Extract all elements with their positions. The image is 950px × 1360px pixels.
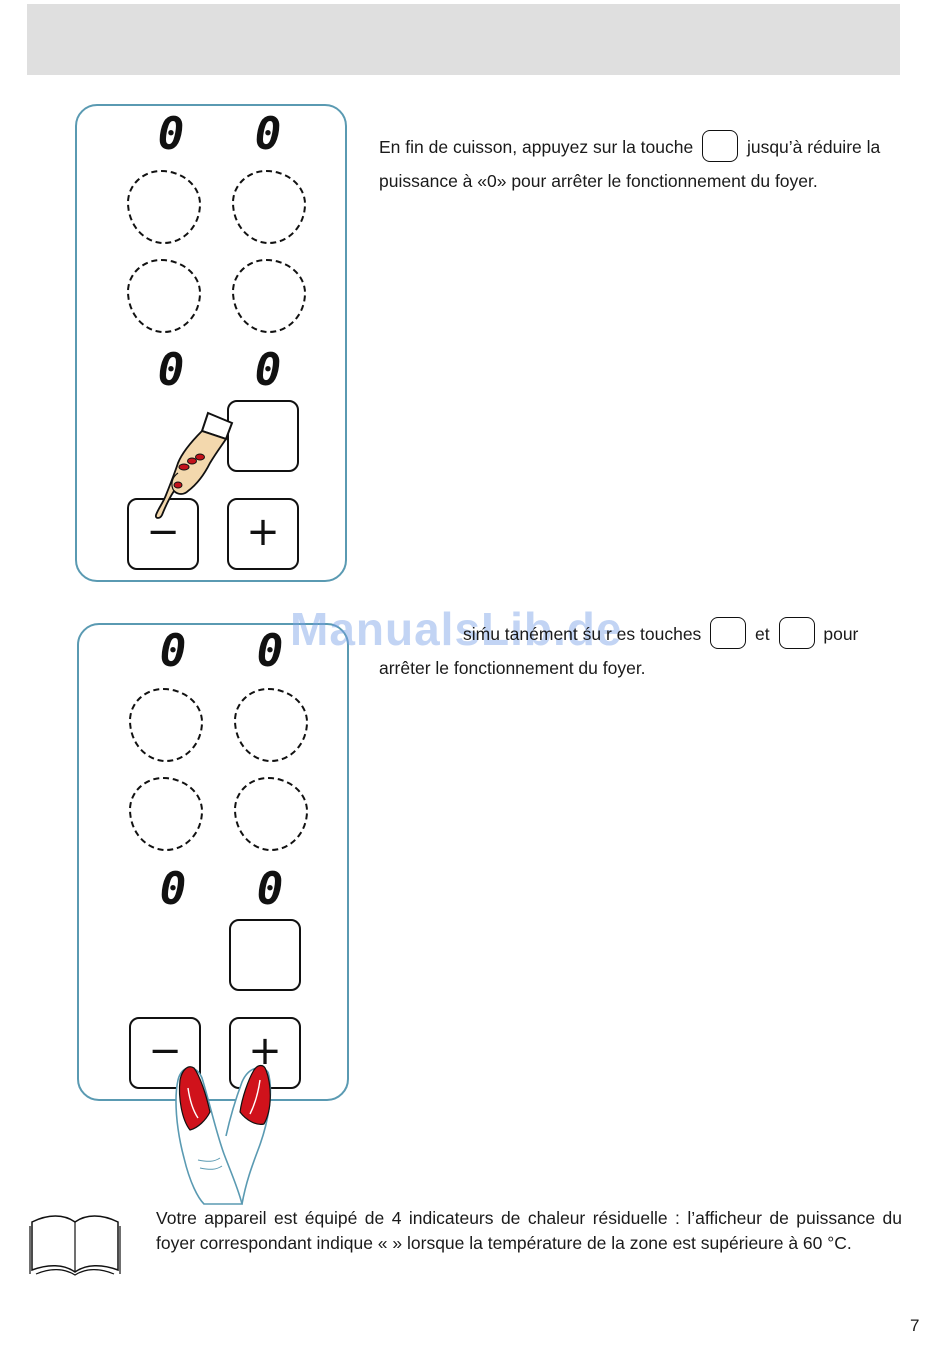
- cooking-zone-top-right: [232, 170, 306, 244]
- power-display-bottom-right: 0: [254, 352, 282, 390]
- instruction-text-part1: siḿu tanément śu r es touches: [463, 624, 706, 644]
- power-display-top-left: 0: [157, 116, 185, 154]
- control-panel-2: 0 0 0 0 − +: [77, 623, 349, 1101]
- cooking-zone-top-right: [234, 688, 308, 762]
- instruction-paragraph-1: En fin de cuisson, appuyez sur la touche…: [379, 130, 899, 198]
- power-display-bottom-left: 0: [159, 871, 187, 909]
- instruction-text-part2: et: [750, 624, 774, 644]
- residual-heat-note: Votre appareil est équipé de 4 indicateu…: [156, 1206, 902, 1256]
- minus-key-symbol: [710, 617, 746, 649]
- power-display-top-right: 0: [256, 633, 284, 671]
- instruction-paragraph-2: siḿu tanément śu r es touches et pour …: [379, 617, 899, 685]
- open-book-icon: [28, 1212, 122, 1278]
- power-display-bottom-right: 0: [256, 871, 284, 909]
- plus-key-symbol: [779, 617, 815, 649]
- two-fingers-icon: [168, 1058, 288, 1208]
- power-display-top-left: 0: [159, 633, 187, 671]
- zone-select-key[interactable]: [229, 919, 301, 991]
- finger-pointing-icon: [148, 405, 238, 520]
- cooking-zone-top-left: [127, 170, 201, 244]
- cooking-zone-top-left: [129, 688, 203, 762]
- header-band: [27, 4, 900, 75]
- cooking-zone-bottom-right: [234, 777, 308, 851]
- minus-key-symbol: [702, 130, 738, 162]
- page-number: 7: [910, 1316, 919, 1336]
- instruction-text-part1: En fin de cuisson, appuyez sur la touche: [379, 137, 698, 157]
- cooking-zone-bottom-left: [129, 777, 203, 851]
- power-display-bottom-left: 0: [157, 352, 185, 390]
- cooking-zone-bottom-right: [232, 259, 306, 333]
- power-display-top-right: 0: [254, 116, 282, 154]
- cooking-zone-bottom-left: [127, 259, 201, 333]
